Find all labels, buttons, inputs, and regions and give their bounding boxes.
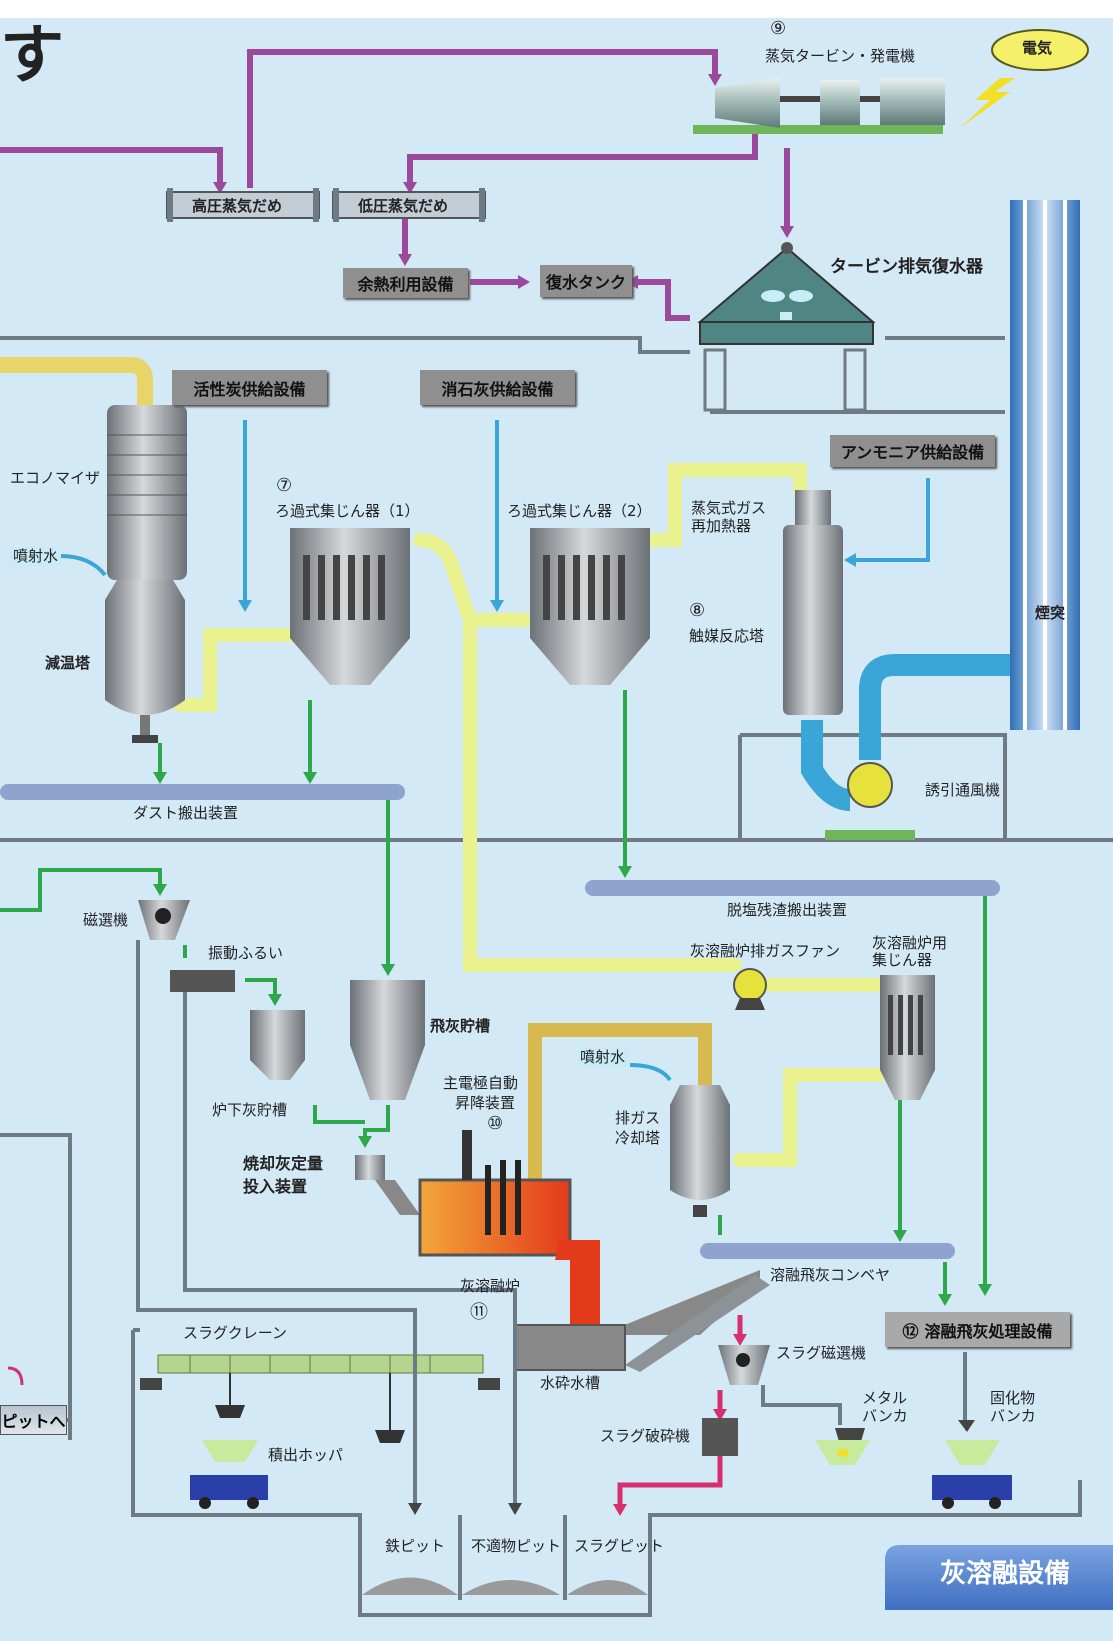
ash-melt-fan-label: 灰溶融炉排ガスファン (690, 942, 841, 960)
condensate-tank-box: 復水タンク (540, 265, 632, 297)
spray-water-2: 噴射水 (577, 1048, 629, 1068)
pit-exit-label: ピットへ (0, 1405, 67, 1435)
ash-feeder-line1: 焼却灰定量 (243, 1154, 324, 1173)
economizer-label: エコノマイザ (10, 469, 101, 487)
filter2-label: ろ過式集じん器（2） (507, 502, 652, 520)
activated-carbon-box: 活性炭供給設備 (172, 370, 327, 405)
fly-ash-tank-label: 飛灰貯槽 (430, 1017, 491, 1035)
cooling-tower-label: 減温塔 (45, 654, 91, 672)
filter1-label: ろ過式集じん器（1） (275, 502, 420, 520)
fly-ash-treatment-number: ⑫ (902, 1321, 919, 1341)
pit-unsuitable: 不適物ピット (471, 1537, 562, 1555)
high-pressure-steam: 高圧蒸気だめ (192, 197, 283, 215)
spray-water-1: 噴射水 (10, 547, 62, 567)
melting-furnace-label: 灰溶融炉 (460, 1277, 521, 1295)
exhaust-cooler-line1: 排ガス (615, 1109, 661, 1127)
reheater-line1: 蒸気式ガス (691, 499, 767, 517)
waste-heat-box: 余熱利用設備 (343, 268, 468, 298)
slag-crusher-label: スラグ破砕機 (600, 1427, 691, 1445)
solid-bunker-line2: バンカ (990, 1407, 1036, 1425)
fly-ash-treatment-label: 溶融飛灰処理設備 (924, 1321, 1053, 1341)
water-tank-label: 水砕水槽 (540, 1374, 601, 1392)
loading-hopper-label: 積出ホッパ (268, 1446, 344, 1464)
fly-ash-conveyor-label: 溶融飛灰コンベヤ (770, 1266, 891, 1284)
pit-iron: 鉄ピット (385, 1537, 446, 1555)
ammonia-box: アンモニア供給設備 (830, 435, 995, 467)
electricity-label: 電気 (1022, 39, 1053, 57)
bottom-ash-tank-label: 炉下灰貯槽 (212, 1101, 288, 1119)
ash-melt-collector-line1: 灰溶融炉用 (872, 934, 948, 952)
electrode-number: ⑩ (487, 1113, 504, 1134)
stack-label: 煙突 (1035, 604, 1066, 622)
solid-bunker-line1: 固化物 (990, 1389, 1036, 1407)
power-label: 蒸気タービン・発電機 (765, 47, 916, 65)
slag-crane-label: スラグクレーン (183, 1324, 287, 1342)
catalyst-number: ⑧ (689, 600, 706, 621)
pit-slag: スラグピット (574, 1537, 665, 1555)
melting-furnace-number: ⑪ (470, 1302, 488, 1323)
catalyst-label: 触媒反応塔 (689, 627, 765, 645)
metal-bunker-line1: メタル (862, 1389, 908, 1407)
slag-magnetic-label: スラグ磁選機 (776, 1344, 867, 1362)
reheater-line2: 再加熱器 (691, 517, 752, 535)
power-number: ⑨ (770, 18, 787, 39)
electrode-line2: 昇降装置 (455, 1094, 516, 1112)
slaked-lime-box: 消石灰供給設備 (420, 370, 575, 405)
low-pressure-steam: 低圧蒸気だめ (358, 197, 449, 215)
metal-bunker-line2: バンカ (862, 1407, 908, 1425)
desalt-conveyor-label: 脱塩残渣搬出装置 (727, 901, 848, 919)
filter1-number: ⑦ (276, 475, 293, 496)
magnetic-separator-label: 磁選機 (83, 911, 129, 929)
induced-fan-label: 誘引通風機 (925, 781, 1001, 799)
fly-ash-treatment-box: ⑫ 溶融飛灰処理設備 (885, 1312, 1070, 1347)
vibrating-screen-label: 振動ふるい (208, 944, 284, 962)
corner-glyph: す (0, 19, 64, 93)
ash-melt-collector-line2: 集じん器 (872, 951, 933, 969)
dust-conveyor-label: ダスト搬出装置 (133, 804, 239, 822)
ash-feeder-line2: 投入装置 (243, 1177, 308, 1196)
turbine-condenser-label: タービン排気復水器 (830, 257, 983, 277)
section-title: 灰溶融設備 (940, 1559, 1071, 1589)
exhaust-cooler-line2: 冷却塔 (615, 1129, 661, 1147)
electrode-line1: 主電極自動 (443, 1074, 519, 1092)
